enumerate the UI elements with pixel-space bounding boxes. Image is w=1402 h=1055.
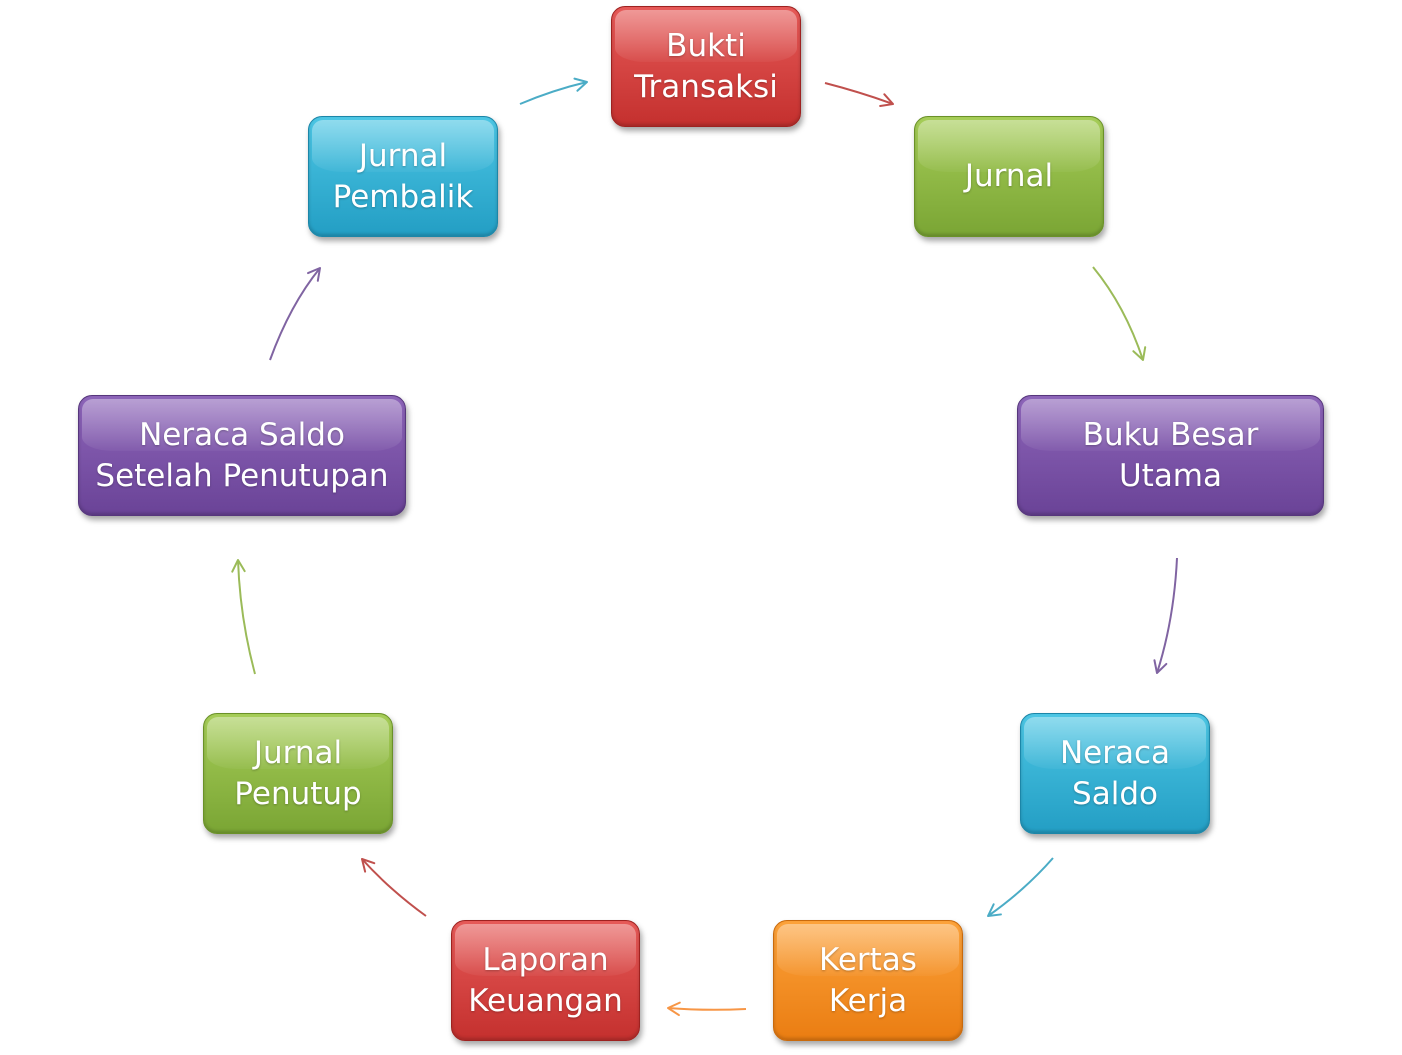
node-jurnal-pembalik: Jurnal Pembalik — [308, 116, 498, 237]
node-label-line: Keuangan — [468, 982, 623, 1019]
node-label-line: Utama — [1118, 457, 1223, 494]
node-label-line: Kertas — [819, 941, 917, 978]
arrowhead-icon — [987, 903, 1002, 917]
node-label-line: Transaksi — [634, 68, 778, 105]
arrowhead-icon — [361, 858, 376, 873]
node-bukti-transaksi: Bukti Transaksi — [611, 6, 801, 127]
arrowhead-icon — [573, 77, 588, 92]
arrow-kertas-kerja-to-laporan-keuangan — [667, 1007, 747, 1011]
node-label-line: Buku Besar — [1082, 416, 1259, 453]
node-label-line: Neraca — [1059, 734, 1171, 771]
node-kertas-kerja: Kertas Kerja — [773, 920, 963, 1041]
arrowhead-icon — [1153, 659, 1168, 674]
node-label-line: Kerja — [828, 982, 908, 1019]
node-label-line: Jurnal — [253, 734, 343, 771]
node-buku-besar-utama: Buku Besar Utama — [1017, 395, 1324, 516]
node-label-line: Jurnal — [358, 137, 448, 174]
arrowhead-icon — [231, 559, 246, 573]
node-label-line: Setelah Penutupan — [95, 457, 389, 494]
arrowhead-icon — [307, 267, 321, 282]
arrow-bukti-transaksi-to-jurnal — [824, 82, 894, 105]
arrow-buku-besar-utama-to-neraca-saldo — [1156, 557, 1178, 674]
node-neraca-saldo: Neraca Saldo — [1020, 713, 1210, 834]
arrow-laporan-keuangan-to-jurnal-penutup — [361, 858, 427, 917]
node-label-line: Saldo — [1072, 775, 1158, 812]
node-jurnal-penutup: Jurnal Penutup — [203, 713, 393, 834]
node-laporan-keuangan: Laporan Keuangan — [451, 920, 640, 1041]
arrow-jurnal-pembalik-to-bukti-transaksi — [519, 81, 588, 105]
node-label-line: Penutup — [234, 775, 362, 812]
arrowhead-icon — [667, 1001, 681, 1017]
node-jurnal: Jurnal — [914, 116, 1104, 237]
arrow-neraca-saldo-to-kertas-kerja — [987, 857, 1054, 917]
node-neraca-saldo-setelah-penutupan: Neraca Saldo Setelah Penutupan — [78, 395, 406, 516]
node-label-line: Neraca Saldo — [139, 416, 345, 453]
arrowhead-icon — [879, 93, 894, 108]
arrow-jurnal-penutup-to-neraca-saldo-setelah-penutupan — [237, 559, 256, 675]
arrow-neraca-saldo-setelah-penutupan-to-jurnal-pembalik — [269, 267, 321, 361]
node-label-line: Jurnal — [964, 158, 1054, 194]
node-label-line: Laporan — [482, 941, 609, 978]
node-label-line: Bukti — [666, 27, 746, 64]
arrow-jurnal-to-buku-besar-utama — [1092, 266, 1144, 361]
node-label-line: Pembalik — [332, 178, 474, 215]
arrowhead-icon — [1132, 346, 1147, 361]
